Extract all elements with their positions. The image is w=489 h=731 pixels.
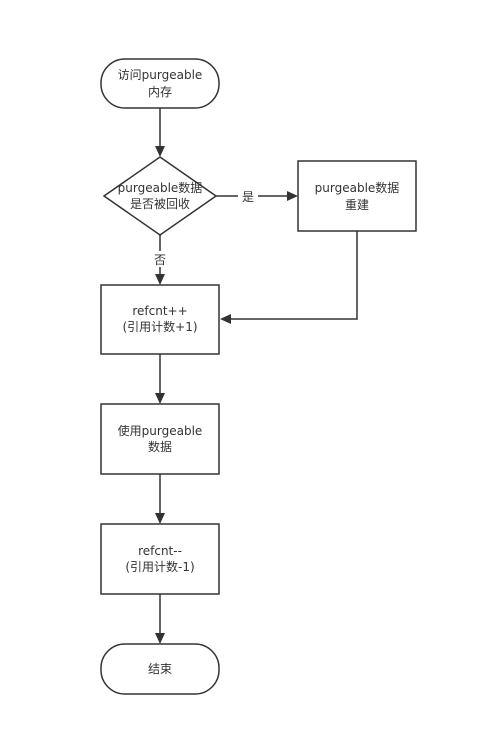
- arrowhead-start-to-decision: [155, 146, 165, 157]
- node-end: 结束: [100, 643, 220, 695]
- edge-no-label-bg: [151, 251, 169, 267]
- node-start: 访问purgeable 内存: [100, 58, 220, 109]
- node-rebuild: purgeable数据 重建: [297, 160, 417, 232]
- arrowhead-decision-to-rebuild: [287, 191, 298, 201]
- node-decision: purgeable数据 是否被回收: [102, 156, 218, 236]
- node-use-line2: 数据: [148, 439, 172, 454]
- node-decision-shape: [102, 156, 218, 236]
- arrowhead-decision-to-refcnt-inc: [155, 274, 165, 285]
- arrowhead-rebuild-to-refcnt-inc: [220, 314, 231, 324]
- node-refcnt-dec-shape: [100, 523, 220, 595]
- arrowhead-refcnt-inc-to-use: [155, 393, 165, 404]
- arrowhead-refcnt-dec-to-end: [155, 633, 165, 644]
- node-refcnt-dec: refcnt-- (引用计数-1): [100, 523, 220, 595]
- node-rebuild-shape: [297, 160, 417, 232]
- node-refcnt-inc-shape: [100, 284, 220, 355]
- node-refcnt-dec-line1: refcnt--: [138, 544, 182, 558]
- node-refcnt-inc-line1: refcnt++: [132, 304, 187, 318]
- node-refcnt-inc-line2: (引用计数+1): [122, 319, 197, 334]
- node-decision-line2: 是否被回收: [130, 197, 190, 211]
- node-use-line1: 使用purgeable: [118, 423, 203, 438]
- node-refcnt-inc: refcnt++ (引用计数+1): [100, 284, 220, 355]
- node-end-line1: 结束: [148, 662, 172, 676]
- node-decision-line1: purgeable数据: [118, 180, 203, 195]
- node-refcnt-dec-line2: (引用计数-1): [125, 559, 194, 574]
- edge-no-label: 否: [154, 253, 166, 267]
- edges: [155, 108, 358, 644]
- node-use: 使用purgeable 数据: [100, 403, 220, 475]
- node-rebuild-line1: purgeable数据: [315, 180, 400, 195]
- node-rebuild-line2: 重建: [345, 198, 369, 212]
- edge-yes-label: 是: [242, 190, 254, 204]
- node-use-shape: [100, 403, 220, 475]
- node-start-shape: [100, 58, 220, 109]
- edge-yes-label-bg: [238, 188, 258, 204]
- node-start-line1: 访问purgeable: [118, 68, 203, 82]
- node-start-line2: 内存: [148, 85, 172, 99]
- node-end-shape: [100, 643, 220, 695]
- edge-rebuild-to-refcnt-inc: [229, 231, 358, 320]
- arrowhead-use-to-refcnt-dec: [155, 513, 165, 524]
